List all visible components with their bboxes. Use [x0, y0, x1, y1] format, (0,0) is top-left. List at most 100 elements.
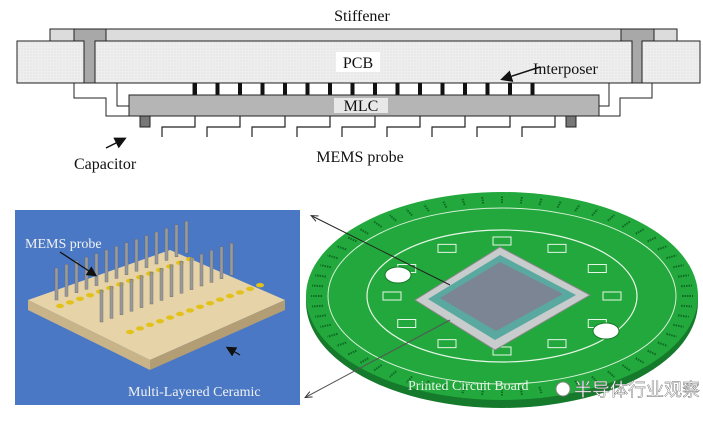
- probe-pad: [166, 315, 174, 320]
- probe-pad: [206, 301, 214, 306]
- interposer-pin: [193, 83, 197, 95]
- board-pad: [602, 291, 622, 301]
- probe-beam: [164, 228, 169, 261]
- interposer-pin: [350, 83, 355, 95]
- interposer-pin: [395, 83, 400, 95]
- probe-beam: [139, 275, 144, 308]
- probe-beam: [199, 253, 204, 287]
- mems-probe: [296, 116, 331, 137]
- probe-beam: [84, 257, 89, 290]
- interposer-pin: [328, 83, 332, 95]
- probe-beam: [179, 261, 184, 294]
- mems-probe: [341, 116, 376, 137]
- watermark-text: 半导体行业观察: [574, 380, 700, 401]
- interposer-pin: [440, 83, 445, 95]
- probe-beam: [174, 224, 179, 258]
- probe-beam: [154, 231, 159, 265]
- mems-probes: [161, 116, 556, 137]
- interposer-pin: [260, 83, 265, 95]
- probe-beam: [144, 235, 149, 268]
- probe-beam: [99, 289, 104, 323]
- stiffener: [49, 28, 678, 42]
- probe-pad: [236, 290, 244, 295]
- cross-section: Stiffener PCB Interposer MLC Capacitor M…: [16, 8, 701, 173]
- probe-beam: [54, 267, 59, 301]
- capacitor-right: [565, 115, 577, 128]
- probe-pad: [196, 304, 204, 309]
- probe-pad: [66, 300, 74, 305]
- probe-beam: [184, 220, 189, 254]
- interposer-pin: [215, 83, 220, 95]
- capacitor-left: [139, 115, 151, 128]
- probe-beam: [149, 271, 154, 305]
- probe-pad: [176, 311, 184, 317]
- right-post: [620, 28, 655, 84]
- mems-probe: [161, 116, 196, 137]
- board-pad: [492, 236, 512, 246]
- probe-beam: [64, 264, 69, 297]
- probe-pad: [146, 322, 154, 327]
- label-interposer: Interposer: [533, 61, 599, 78]
- probe-beam: [114, 246, 119, 279]
- probe-pad: [256, 283, 264, 288]
- interposer-pin: [418, 83, 422, 95]
- interposer: [192, 82, 535, 96]
- probe-beam: [119, 282, 124, 315]
- probe-pad: [76, 296, 84, 301]
- probe-pad: [186, 308, 194, 313]
- probe-beam: [124, 242, 129, 276]
- interposer-pin: [530, 83, 535, 95]
- probe-beam: [219, 246, 224, 280]
- probe-beam: [129, 279, 134, 312]
- board-pad: [587, 264, 607, 273]
- label-pcb-render: Printed Circuit Board: [408, 379, 529, 394]
- probe-pad: [86, 293, 94, 298]
- board-pad: [397, 319, 417, 328]
- left-post: [73, 28, 107, 84]
- label-mlc: MLC: [344, 98, 379, 115]
- probe-beam: [209, 250, 214, 283]
- interposer-pin: [305, 83, 310, 95]
- label-capacitor: Capacitor: [74, 156, 137, 173]
- interposer-pin: [485, 83, 490, 95]
- probe-pad: [136, 326, 144, 331]
- interposer-pin: [238, 83, 242, 95]
- board-pad: [382, 291, 402, 301]
- interposer-pin: [283, 83, 287, 95]
- interposer-pin: [463, 83, 467, 95]
- probe-beam: [189, 257, 194, 290]
- label-ceramic: Multi-Layered Ceramic: [128, 385, 261, 400]
- probe-beam: [104, 249, 109, 283]
- mems-probe: [476, 116, 511, 137]
- probe-pad: [216, 297, 224, 302]
- mems-probe: [251, 116, 286, 137]
- interposer-pin: [373, 83, 377, 95]
- probe-pad: [226, 293, 234, 299]
- probe-beam: [109, 286, 114, 319]
- label-stiffener: Stiffener: [334, 8, 390, 25]
- probe-pad: [156, 319, 164, 324]
- interposer-pin: [508, 83, 512, 95]
- mems-probe: [431, 116, 466, 137]
- probe-beam: [169, 264, 174, 297]
- wechat-icon: [555, 381, 571, 397]
- watermark: 半导体行业观察: [555, 380, 700, 401]
- probe-beam: [94, 253, 99, 286]
- label-mems-probe: MEMS probe: [316, 149, 404, 166]
- probe-beam: [134, 238, 139, 272]
- probe-beam: [74, 260, 79, 293]
- probe-pad: [126, 329, 134, 335]
- probe-pad: [246, 286, 254, 291]
- board-pad: [437, 243, 457, 253]
- board-pad: [492, 346, 512, 356]
- board-pad: [547, 243, 567, 253]
- pcb-render: Printed Circuit Board: [306, 192, 698, 408]
- board-pad: [437, 339, 457, 349]
- label-pcb: PCB: [343, 55, 373, 72]
- board-pad: [547, 339, 567, 349]
- mems-probe: [521, 116, 556, 137]
- mems-probe: [206, 116, 241, 137]
- probe-beam: [229, 242, 234, 276]
